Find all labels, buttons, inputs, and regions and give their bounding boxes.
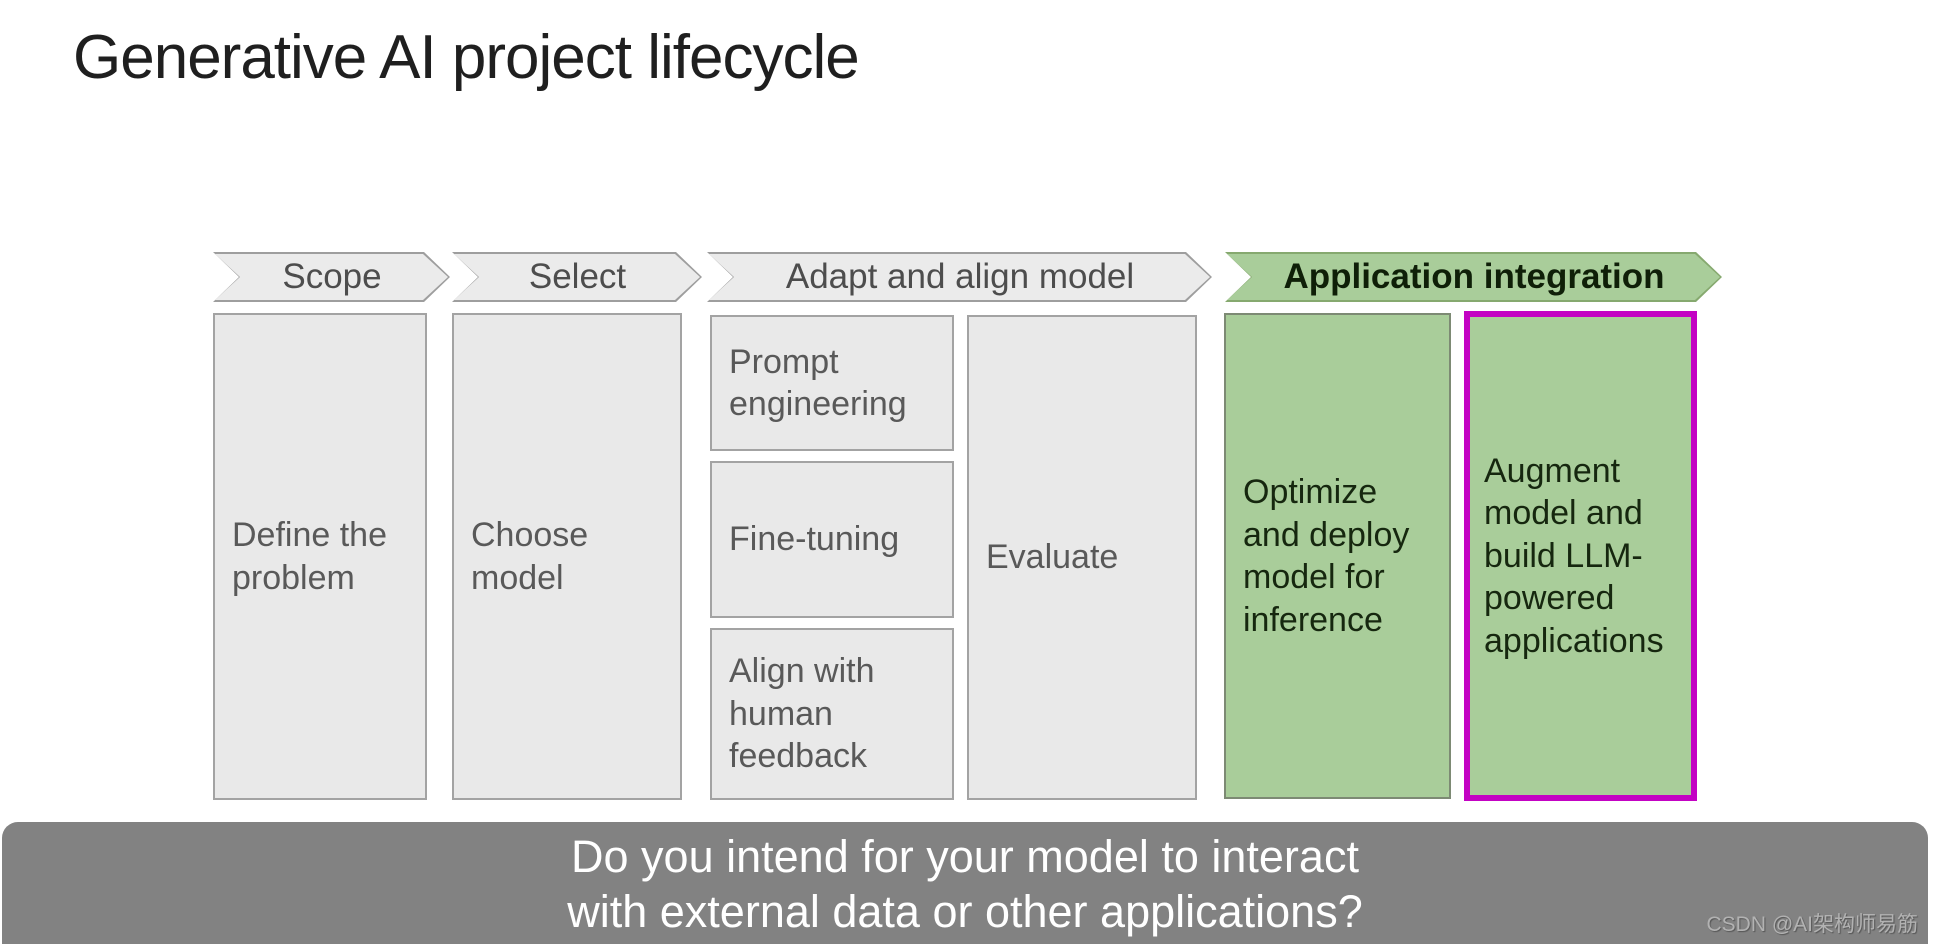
step-box-choose-model: Choose model bbox=[452, 313, 682, 800]
step-box-augment-model-highlighted: Augment model and build LLM-powered appl… bbox=[1464, 311, 1697, 801]
stage-label-adapt-and-align: Adapt and align model bbox=[785, 257, 1135, 296]
step-box-align-human-feedback: Align with human feedback bbox=[710, 628, 954, 800]
step-label-choose-model: Choose model bbox=[471, 516, 589, 597]
stage-label-application-integration: Application integration bbox=[1283, 257, 1665, 296]
csdn-watermark: CSDN @AI架构师易筋 bbox=[1706, 913, 1919, 936]
stage-arrow-scope-shape bbox=[215, 254, 448, 300]
stage-arrow-adapt-and-align-shape bbox=[709, 254, 1210, 300]
stage-arrow-application-integration: Application integration bbox=[1225, 252, 1722, 302]
slide-title: Generative AI project lifecycle bbox=[73, 23, 860, 92]
subtitle-line-2: with external data or other applications… bbox=[567, 886, 1363, 937]
stage-arrow-adapt-and-align: Adapt and align model bbox=[707, 252, 1212, 302]
subtitle-bar: Do you intend for your model to interact… bbox=[2, 822, 1928, 944]
step-box-prompt-engineering: Prompt engineering bbox=[710, 315, 954, 451]
stage-arrow-select: Select bbox=[452, 252, 702, 302]
step-box-optimize-deploy: Optimize and deploy model for inference bbox=[1224, 313, 1451, 799]
step-label-prompt-engineering: Prompt engineering bbox=[729, 342, 907, 424]
step-box-evaluate: Evaluate bbox=[967, 315, 1197, 800]
stage-label-select: Select bbox=[528, 257, 627, 296]
step-label-define-problem: Define the problem bbox=[232, 516, 387, 597]
stage-label-scope: Scope bbox=[282, 257, 382, 296]
stage-arrow-scope: Scope bbox=[213, 252, 450, 302]
stage-arrow-select-shape bbox=[454, 254, 700, 300]
step-label-optimize-deploy: Optimize and deploy model for inference bbox=[1243, 473, 1410, 639]
subtitle-line-1: Do you intend for your model to interact bbox=[571, 831, 1359, 882]
step-label-augment-model: Augment model and build LLM-powered appl… bbox=[1484, 451, 1664, 660]
step-label-align-human-feedback: Align with human feedback bbox=[729, 652, 875, 776]
step-box-fine-tuning: Fine-tuning bbox=[710, 461, 954, 618]
step-label-fine-tuning: Fine-tuning bbox=[729, 520, 900, 559]
step-box-define-problem: Define the problem bbox=[213, 313, 427, 800]
step-label-evaluate: Evaluate bbox=[986, 538, 1119, 577]
stage-arrow-application-integration-shape bbox=[1227, 254, 1720, 300]
